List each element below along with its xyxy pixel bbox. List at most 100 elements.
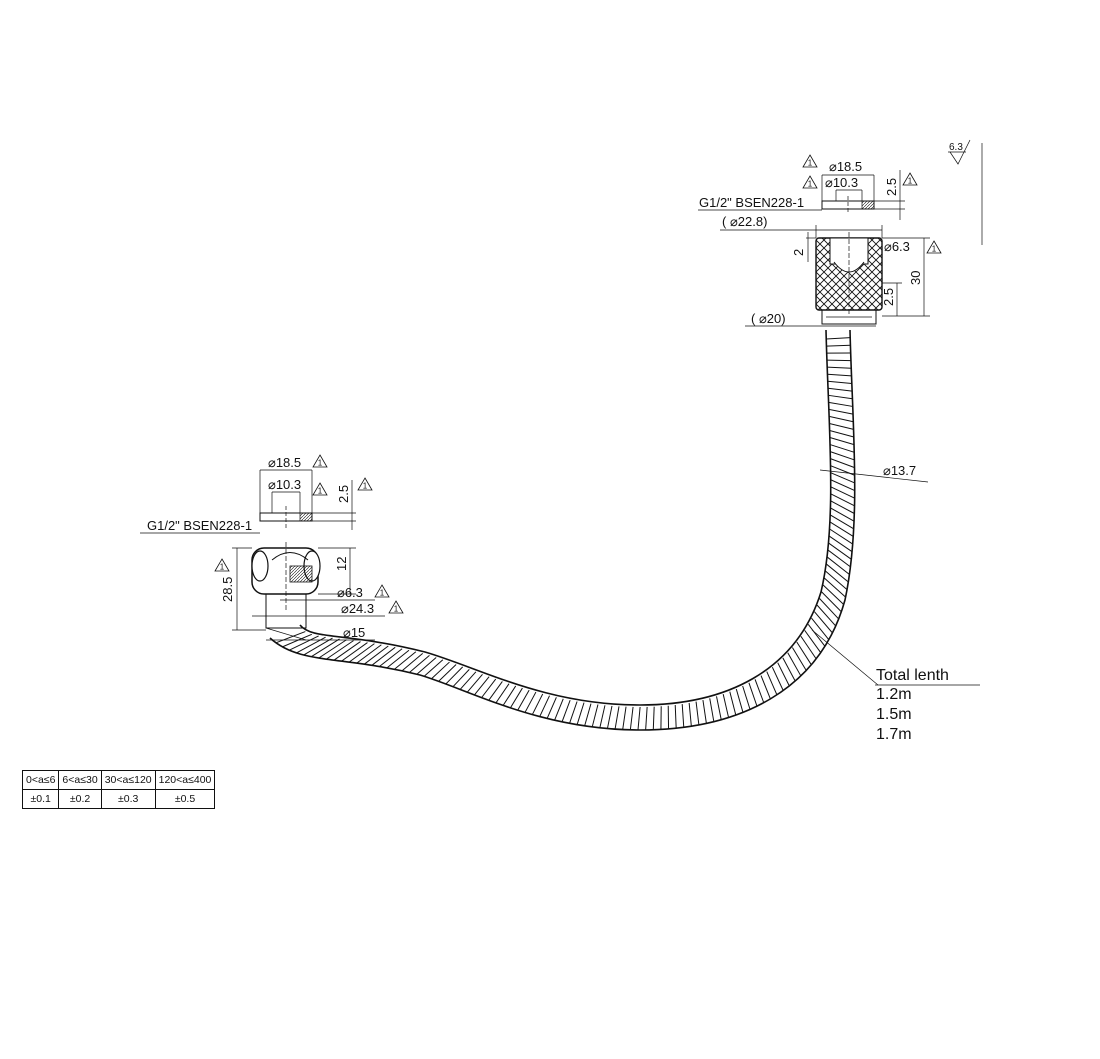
hose-rib xyxy=(716,696,722,720)
hose-rib xyxy=(760,675,771,700)
top-neck-dia-label: ( ⌀20) xyxy=(751,311,786,326)
hose-rib xyxy=(629,706,634,730)
tolerance-value-row: ±0.1 ±0.2 ±0.3 ±0.5 xyxy=(21,789,216,809)
hose-rib xyxy=(814,611,833,634)
hose-rib xyxy=(423,659,444,677)
revision-flag-icon xyxy=(802,175,818,189)
hose-dia-label: ⌀13.7 xyxy=(883,463,916,478)
tolerance-range-cell: 120<a≤400 xyxy=(154,770,216,790)
tolerance-value-cell: ±0.2 xyxy=(58,789,102,809)
hose-rib xyxy=(326,640,354,660)
hose-rib xyxy=(445,666,464,685)
bottom-washer-od-label: ⌀18.5 xyxy=(268,455,301,470)
revision-flag-icon xyxy=(357,477,373,491)
revision-flag-number: 1 xyxy=(908,177,913,186)
bottom-fitting xyxy=(140,469,385,641)
hose-rib xyxy=(827,380,852,385)
hose-rib xyxy=(825,570,848,590)
revision-flag-icon xyxy=(214,558,230,572)
hose-rib xyxy=(379,648,403,667)
hose-rib xyxy=(829,528,853,545)
hose-rib xyxy=(777,662,790,687)
hose-rib xyxy=(576,702,585,725)
tolerance-value-cell: ±0.5 xyxy=(154,789,216,809)
hose-rib xyxy=(569,701,578,724)
revision-flag-icon xyxy=(312,454,328,468)
hose-rib xyxy=(826,337,851,340)
hose-rib xyxy=(828,394,853,400)
hose-rib xyxy=(584,703,592,727)
hose-rib xyxy=(819,598,840,620)
hose-rib xyxy=(622,706,627,730)
hose-rib xyxy=(459,671,477,690)
hose-rib xyxy=(729,691,737,716)
dimension-labels: ⌀18.5 ⌀10.3 2.5 G1/2" BSEN228-1 ( ⌀22.8)… xyxy=(147,142,963,743)
revision-flag-icon xyxy=(388,600,404,614)
hose-rib xyxy=(791,647,807,671)
top-bottom-height-label: 2.5 xyxy=(881,288,896,306)
surface-roughness-icon xyxy=(949,139,971,165)
hose-rib xyxy=(828,408,854,415)
hose-rib xyxy=(709,698,715,722)
top-washer-id-label: ⌀10.3 xyxy=(825,175,858,190)
top-outer-dia-label: ( ⌀22.8) xyxy=(722,214,767,229)
hose-rib xyxy=(830,493,855,507)
hose-rib xyxy=(599,705,606,728)
length-option: 1.5m xyxy=(876,706,912,723)
revision-flag-number: 1 xyxy=(220,563,225,572)
hose-rib xyxy=(546,697,557,719)
hose-rib xyxy=(495,683,510,704)
top-washer-od-label: ⌀18.5 xyxy=(829,159,862,174)
hose-rib xyxy=(681,704,685,728)
hose-rib xyxy=(830,479,855,492)
hose-rib xyxy=(363,645,389,665)
tolerance-range-row: 0<a≤6 6<a≤30 30<a≤120 120<a≤400 xyxy=(21,770,216,790)
hose-rib xyxy=(829,437,855,446)
bottom-thread-label: G1/2" BSEN228-1 xyxy=(147,518,252,533)
top-height-label: 2 xyxy=(791,249,806,256)
hose-rib xyxy=(828,415,854,423)
hose-rib xyxy=(371,646,396,666)
hose-rib xyxy=(606,705,613,729)
roughness-label: 6.3 xyxy=(949,142,963,153)
hose-rib xyxy=(431,661,450,680)
revision-flag-number: 1 xyxy=(363,482,368,491)
hose-rib xyxy=(828,401,853,407)
hose-rib xyxy=(688,702,692,727)
hose-rib xyxy=(637,706,641,731)
flexible-hose xyxy=(269,329,980,731)
revision-flag-number: 1 xyxy=(380,589,385,598)
bottom-top-height-label: 12 xyxy=(334,557,349,571)
tolerance-range-cell: 6<a≤30 xyxy=(58,770,102,790)
hose-rib xyxy=(674,704,677,729)
hose-rib xyxy=(816,604,837,627)
hose-rib xyxy=(474,676,490,696)
hose-rib xyxy=(821,591,842,613)
hose-rib xyxy=(828,542,852,560)
hose-rib xyxy=(561,700,571,723)
tolerance-range-cell: 0<a≤6 xyxy=(21,770,60,790)
hose-rib xyxy=(702,699,707,724)
hose-rib xyxy=(275,631,306,644)
hose-rib xyxy=(348,643,375,663)
hose-rib xyxy=(735,688,744,713)
hose-rib xyxy=(303,637,333,656)
hose-rib xyxy=(830,514,854,530)
hose-rib xyxy=(452,669,470,688)
hose-rib xyxy=(807,623,826,647)
hose-rib xyxy=(509,687,523,709)
revision-flag-icon xyxy=(312,482,328,496)
hose-rib xyxy=(804,630,822,653)
hose-rib xyxy=(796,641,812,665)
top-bore-label: ⌀6.3 xyxy=(884,239,910,254)
hose-rib xyxy=(311,638,340,658)
top-thread-label: G1/2" BSEN228-1 xyxy=(699,195,804,210)
hose-rib xyxy=(282,633,312,648)
hose-rib xyxy=(771,667,784,691)
total-length-label: Total lenth xyxy=(876,667,949,684)
hose-rib xyxy=(830,451,855,461)
hose-rib xyxy=(827,549,851,568)
hose-rib xyxy=(830,507,855,522)
